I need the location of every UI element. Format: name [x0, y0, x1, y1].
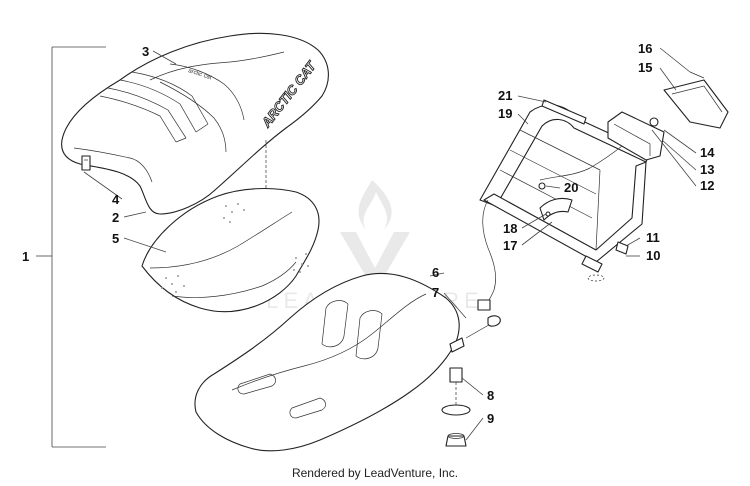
v-logo-icon	[340, 232, 410, 292]
callout-7: 7	[432, 285, 439, 300]
callout-9: 9	[487, 411, 494, 426]
callout-14: 14	[700, 145, 715, 160]
washer-pad	[441, 404, 471, 416]
nut	[445, 433, 467, 447]
seat-cover: arctic cat ARCTIC CAT	[61, 32, 329, 215]
callout-21: 21	[498, 88, 512, 103]
callout-20: 20	[564, 180, 578, 195]
callout-1: 1	[22, 249, 29, 264]
callout-8: 8	[487, 388, 494, 403]
foam-texture	[161, 203, 309, 293]
taillight-assembly	[607, 71, 729, 161]
callout-17: 17	[503, 238, 517, 253]
reflector-strip	[541, 99, 587, 125]
seat-foam	[141, 188, 320, 313]
callout-19: 19	[498, 106, 512, 121]
assembly-bracket	[36, 46, 106, 448]
callout-2: 2	[112, 210, 119, 225]
callout-16: 16	[638, 41, 652, 56]
leader-lines	[83, 47, 697, 441]
callout-10: 10	[646, 248, 660, 263]
callout-4: 4	[112, 192, 120, 207]
callout-5: 5	[112, 231, 119, 246]
wiring-harness	[477, 145, 623, 311]
callouts: 1 2 3 4 5 6 7 8 9 10 11 12 13 14 15 16 1…	[22, 41, 715, 426]
flame-icon	[358, 180, 392, 230]
callout-12: 12	[700, 178, 714, 193]
callout-15: 15	[638, 60, 652, 75]
callout-3: 3	[142, 44, 149, 59]
seat-base	[194, 272, 501, 452]
render-credit: Rendered by LeadVenture, Inc.	[291, 466, 459, 480]
callout-11: 11	[646, 230, 660, 245]
callout-13: 13	[700, 162, 714, 177]
callout-6: 6	[432, 265, 439, 280]
taillight-bracket	[479, 104, 651, 282]
callout-18: 18	[503, 221, 517, 236]
